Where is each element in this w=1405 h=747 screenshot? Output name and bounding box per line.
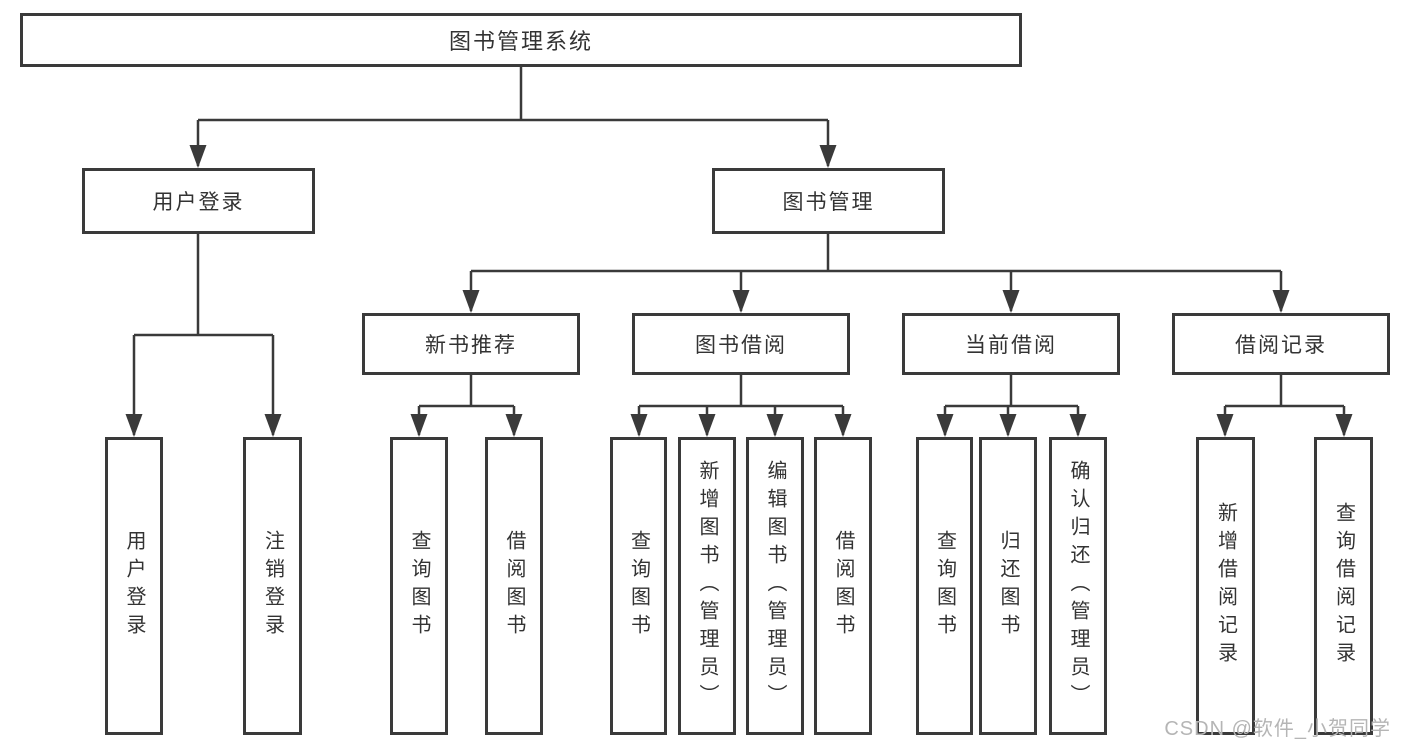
tree-branch-lines [134,67,1344,408]
leaf-edit-books-admin: 编辑图书（管理员） [746,437,804,735]
leaf-label: 借阅图书 [503,530,525,642]
leaf-label: 编辑图书（管理员） [764,460,786,712]
leaf-label: 用户登录 [123,530,145,642]
leaf-label: 查询图书 [408,530,430,642]
leaf-query-books-recommend: 查询图书 [390,437,448,735]
leaf-return-books: 归还图书 [979,437,1037,735]
leaf-label: 归还图书 [997,530,1019,642]
leaf-add-books-admin: 新增图书（管理员） [678,437,736,735]
node-book-management: 图书管理 [712,168,945,234]
leaf-logout: 注销登录 [243,437,302,735]
leaf-borrow-books: 借阅图书 [814,437,872,735]
leaf-label: 新增借阅记录 [1214,502,1237,670]
leaf-label: 借阅图书 [832,530,854,642]
leaf-label: 查询图书 [627,530,650,642]
leaf-label: 查询图书 [933,530,956,642]
node-borrow-records: 借阅记录 [1172,313,1390,375]
leaf-label: 注销登录 [261,530,284,642]
leaf-query-books-borrow: 查询图书 [610,437,667,735]
leaf-add-borrow-record: 新增借阅记录 [1196,437,1255,735]
node-book-borrow: 图书借阅 [632,313,850,375]
leaf-label: 新增图书（管理员） [696,460,718,712]
csdn-watermark: CSDN @软件_小贺同学 [1164,718,1391,740]
leaf-user-login: 用户登录 [105,437,163,735]
leaf-label: 确认归还（管理员） [1067,460,1089,712]
node-current-borrow: 当前借阅 [902,313,1120,375]
node-user-login: 用户登录 [82,168,315,234]
node-new-book-recommend: 新书推荐 [362,313,580,375]
node-library-management-system: 图书管理系统 [20,13,1022,67]
leaf-borrow-books-recommend: 借阅图书 [485,437,543,735]
leaf-query-borrow-record: 查询借阅记录 [1314,437,1373,735]
leaf-query-books-current: 查询图书 [916,437,973,735]
leaf-label: 查询借阅记录 [1332,502,1355,670]
leaf-confirm-return-admin: 确认归还（管理员） [1049,437,1107,735]
